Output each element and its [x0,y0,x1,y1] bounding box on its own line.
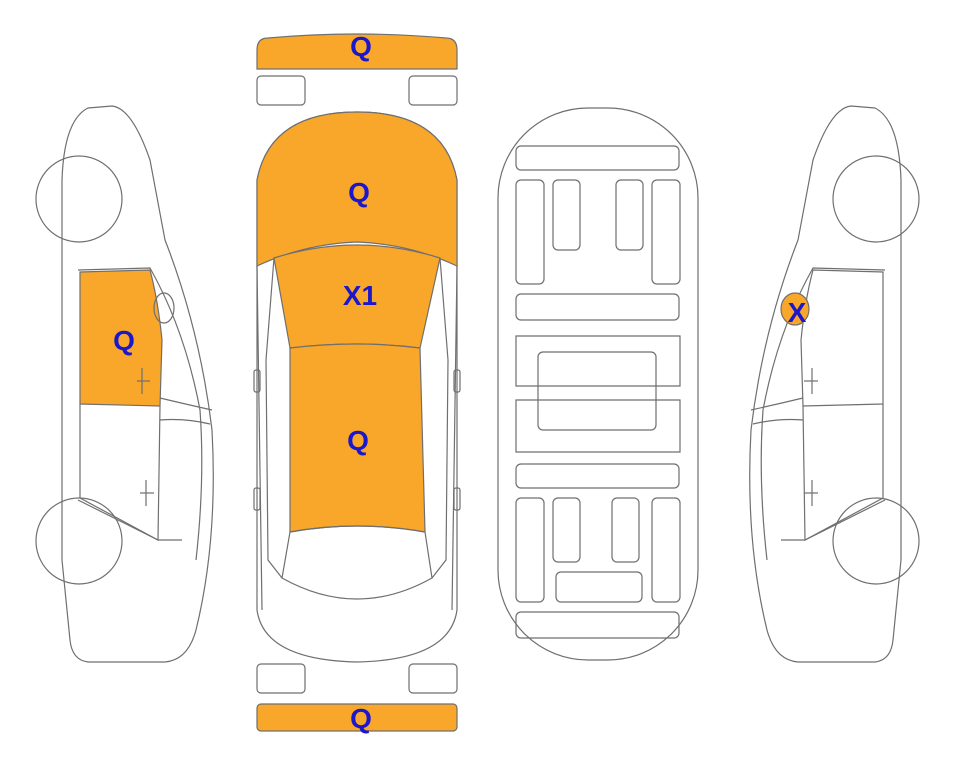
top-left-inner-line [265,257,283,579]
right-side-body-outline [749,105,902,663]
top-left-mirror [253,369,261,393]
left-side-window-line [159,397,213,411]
left-rear-door-handle [137,368,150,394]
right-rear-door-line [800,269,884,407]
right-front-door-handle [804,480,818,506]
right-mirror-panel[interactable] [780,292,810,326]
top-left-side-line [256,265,263,611]
underside-left-front-pan [552,179,581,251]
underside-right-rear-pan [611,497,640,563]
right-side-belt-line [760,267,886,561]
top-right-inner-line [431,257,449,579]
underside-outline [497,107,699,661]
underside-fuel-tank [555,571,643,603]
right-side-window-line-2 [752,418,804,425]
left-side-window-line-2 [159,418,211,425]
top-right-mirror [453,369,461,393]
right-side-view: X [749,105,920,663]
right-front-wheel [832,497,920,585]
front-bumper-label: Q [350,31,372,62]
right-rear-door-handle [804,368,818,394]
right-side-window-line [750,397,804,411]
front-left-headlight [256,75,306,106]
top-view: Q Q X1 Q Q [253,31,461,734]
left-front-door-line [79,404,161,541]
hood-panel[interactable] [256,111,458,267]
top-left-rear-handle [253,487,261,511]
left-rear-door-label: Q [113,325,135,356]
rear-left-taillight [256,663,306,694]
front-bumper-panel[interactable] [256,33,458,70]
underside-floor-frame [515,335,681,453]
left-side-body-outline [61,105,214,663]
left-side-view: Q [35,105,214,663]
underside-mid-crossmember [515,293,680,321]
left-rear-wheel [35,155,123,243]
top-right-side-line [451,265,458,611]
rear-right-taillight [408,663,458,694]
underside-rear-crossmember [515,463,680,489]
underside-front-crossmember [515,145,680,171]
left-front-door-handle [140,480,154,506]
right-rear-wheel [832,155,920,243]
windshield-label: X1 [343,280,377,311]
right-mirror-label: X [788,297,807,328]
underside-right-front-rail [651,179,681,285]
left-side-mirror [153,292,175,324]
top-right-rear-handle [453,487,461,511]
rear-window-outline [281,525,433,600]
hood-label: Q [348,177,370,208]
underside-left-rear-rail [515,497,545,603]
right-front-door-line [802,404,884,541]
underside-right-front-pan [615,179,644,251]
underside-view [497,107,699,661]
underside-rear-bumper-beam [515,611,680,639]
underside-center-tunnel [537,351,657,431]
rear-bumper-panel[interactable] [256,703,458,732]
underside-right-rear-rail [651,497,681,603]
left-front-wheel [35,497,123,585]
left-side-belt-line [77,267,203,561]
roof-label: Q [347,425,369,456]
rear-bumper-label: Q [350,703,372,734]
front-right-headlight [408,75,458,106]
underside-left-rear-pan [552,497,581,563]
underside-left-front-rail [515,179,545,285]
